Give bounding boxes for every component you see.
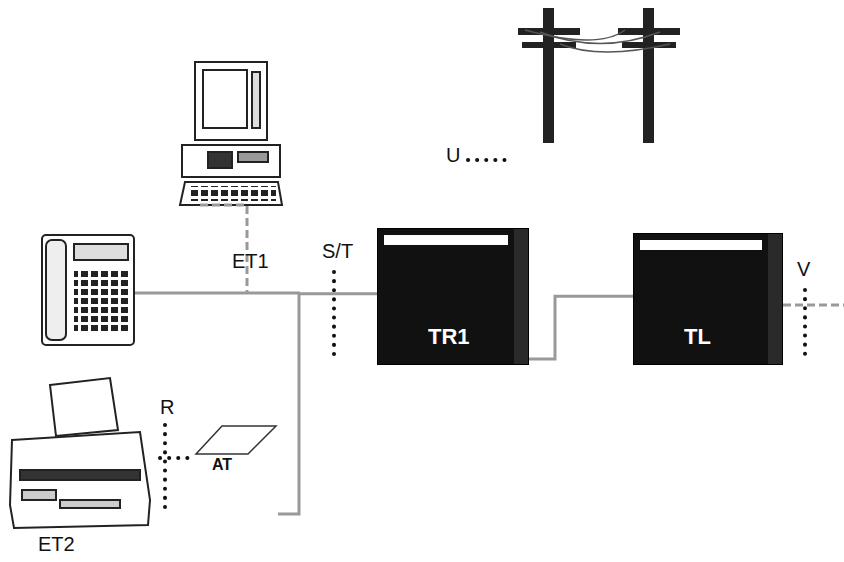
printer-icon xyxy=(10,378,150,528)
node-label: AT xyxy=(212,456,232,474)
node-label: TR1 xyxy=(428,324,470,350)
reference-point-label: R xyxy=(160,396,174,419)
node-label: TL xyxy=(684,324,711,350)
line-termination-box: TL xyxy=(633,233,783,365)
terminal-equipment-label: ET2 xyxy=(38,533,75,556)
box-side xyxy=(768,234,782,364)
telephone-icon xyxy=(42,235,134,345)
box-side xyxy=(514,229,528,364)
telephone-poles xyxy=(518,8,680,143)
connector-line xyxy=(529,296,633,359)
reference-point-label: U xyxy=(446,144,460,167)
adapter-outline xyxy=(190,420,278,520)
computer-icon xyxy=(180,62,282,205)
v-interface-line xyxy=(783,304,844,307)
terminal-adapter: AT xyxy=(190,420,278,520)
network-termination-box: TR1 xyxy=(377,228,529,365)
reference-point-label: V xyxy=(797,258,810,281)
connector-line xyxy=(278,294,377,514)
reference-point-marks xyxy=(160,160,805,515)
overhead-wires xyxy=(525,30,670,52)
box-stripe xyxy=(640,240,762,250)
terminal-equipment-label: ET1 xyxy=(232,250,269,273)
bus-wiring xyxy=(135,205,300,293)
box-stripe xyxy=(384,235,508,245)
reference-point-label: S/T xyxy=(322,240,353,263)
